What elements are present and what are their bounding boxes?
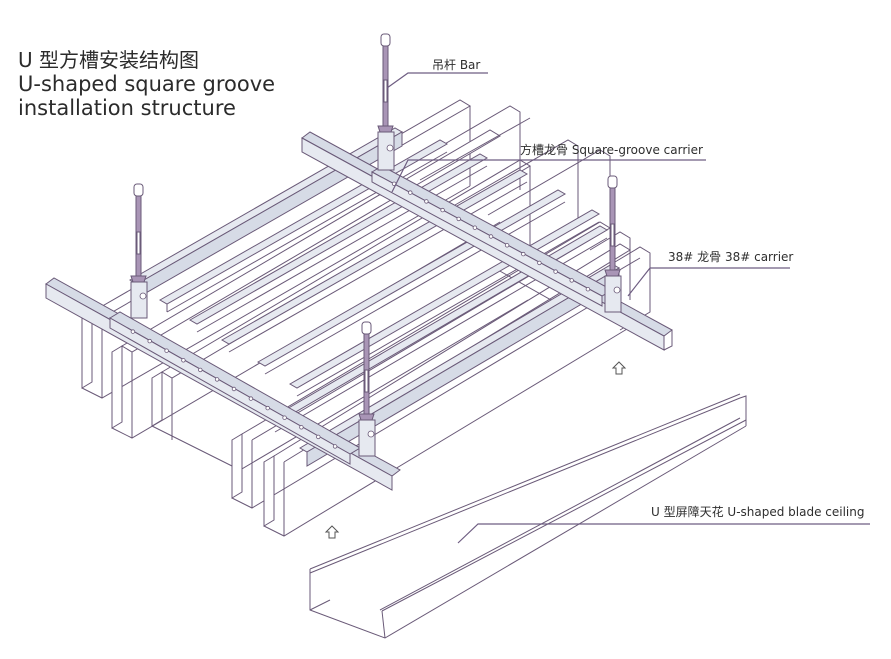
perforation-hole [440, 207, 445, 213]
leader-square-groove-carrier [391, 159, 706, 193]
perforation-hole [231, 386, 237, 392]
leader-bar [386, 72, 488, 89]
perforated-bars [109, 165, 614, 465]
holes-bottom [130, 329, 338, 449]
arrow-up-icon [611, 361, 627, 375]
perforation-hole [214, 377, 220, 382]
hanger-rods [130, 33, 622, 457]
perforation-hole [181, 358, 186, 363]
leader-u-blade-ceiling [457, 523, 870, 544]
perforation-hole [164, 348, 169, 353]
perforation-hole [521, 251, 526, 257]
perforation-hole [537, 260, 542, 266]
perforation-hole [265, 405, 270, 411]
perforation-hole [504, 243, 510, 248]
title-en-line1: U-shaped square groove [18, 72, 276, 96]
title-zh: U 型方槽安装结构图 [18, 48, 199, 72]
square-groove-carriers [128, 127, 620, 467]
perforation-hole [299, 425, 304, 430]
perforation-hole [424, 199, 429, 204]
u-blade [231, 221, 611, 509]
title-en-line2: installation structure [18, 96, 236, 120]
perforation-hole [332, 444, 338, 449]
perforation-hole [248, 396, 254, 401]
perforation-hole [316, 434, 321, 440]
perforation-hole [408, 190, 413, 195]
perforation-hole [456, 216, 461, 222]
u-blade-foreground [309, 393, 747, 639]
label-square-groove-carrier: 方槽龙骨 Square-groove carrier [520, 143, 703, 157]
hanger-rod [604, 175, 622, 313]
perforation-hole [472, 225, 478, 230]
hanger-rod [358, 321, 376, 457]
perforation-hole [585, 287, 591, 292]
perforation-hole [130, 329, 136, 334]
arrow-up-icon [324, 525, 340, 539]
perforation-hole [282, 415, 287, 420]
hanger-rod [377, 33, 395, 171]
square-groove-carrier [299, 263, 620, 467]
hanger-rod [130, 183, 148, 319]
label-carrier-38: 38# 龙骨 38# carrier [668, 250, 794, 264]
perforation-hole [553, 269, 558, 274]
perforation-hole [198, 367, 203, 373]
perforation-hole [488, 234, 494, 239]
label-bar: 吊杆 Bar [432, 58, 481, 72]
perforation-hole [147, 338, 152, 344]
diagram-title: U 型方槽安装结构图 U-shaped square groove instal… [18, 48, 275, 120]
perforation-hole [569, 278, 574, 283]
label-u-blade-ceiling: U 型屏障天花 U-shaped blade ceiling [651, 505, 865, 519]
leader-carrier-38 [627, 267, 790, 297]
